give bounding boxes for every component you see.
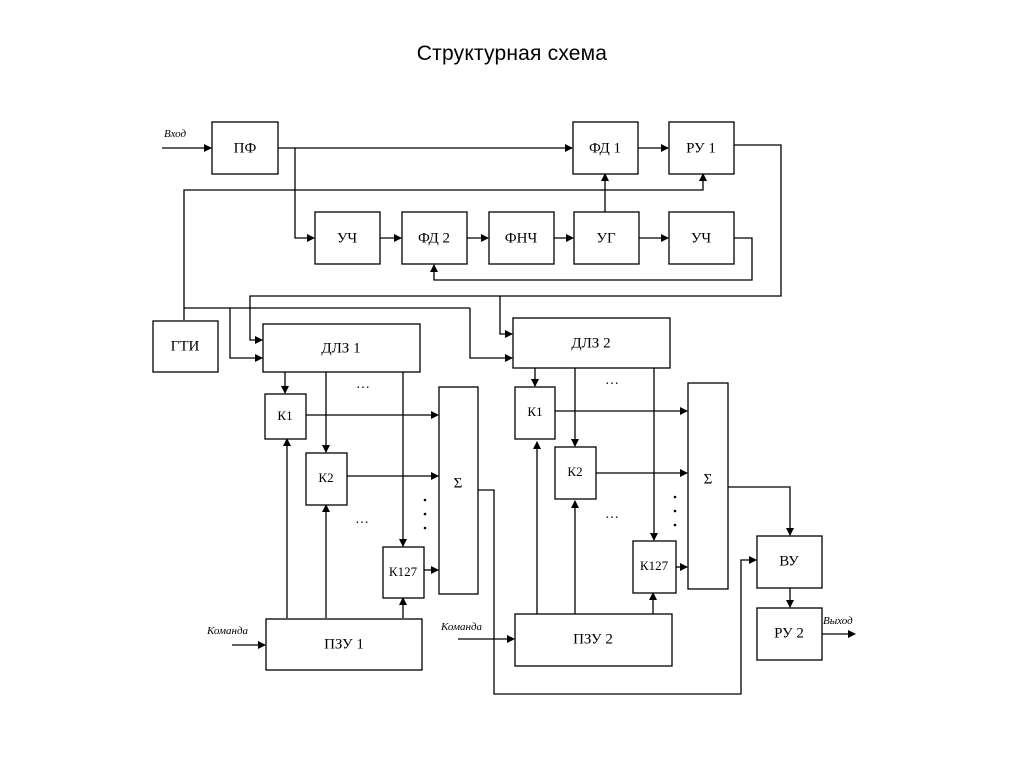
block-label: ФД 1 bbox=[589, 140, 621, 156]
block-uch2: УЧ bbox=[668, 211, 735, 265]
block-vu: ВУ bbox=[756, 535, 823, 589]
ellipsis-dlz2: … bbox=[605, 373, 619, 388]
block-label: К127 bbox=[640, 558, 669, 573]
block-label: ПЗУ 2 bbox=[573, 631, 613, 647]
block-pf: ПФ bbox=[211, 121, 279, 175]
diagram-title: Структурная схема bbox=[416, 42, 608, 65]
block-label: ПФ bbox=[234, 140, 257, 156]
command1-label: Команда bbox=[206, 625, 249, 637]
block-label: ФНЧ bbox=[505, 230, 538, 246]
block-label: ФД 2 bbox=[418, 230, 450, 246]
input-label: Вход bbox=[164, 128, 187, 140]
block-label: ГТИ bbox=[171, 338, 200, 354]
block-ru2: РУ 2 bbox=[756, 607, 823, 661]
block-label: ПЗУ 1 bbox=[324, 636, 364, 652]
block-label: УЧ bbox=[337, 230, 358, 246]
ellipsis-dlz1: … bbox=[356, 377, 370, 392]
block-k2-b: К2 bbox=[554, 446, 597, 500]
block-fd1: ФД 1 bbox=[572, 121, 639, 175]
block-label: УГ bbox=[596, 230, 616, 246]
block-k2-a: К2 bbox=[305, 452, 348, 506]
block-pzu2: ПЗУ 2 bbox=[514, 613, 673, 667]
connections bbox=[162, 144, 856, 695]
block-uch1: УЧ bbox=[314, 211, 381, 265]
block-label: ДЛЗ 1 bbox=[321, 340, 360, 356]
block-pzu1: ПЗУ 1 bbox=[265, 618, 423, 671]
block-k127-b: К127 bbox=[632, 540, 677, 594]
block-label: Σ bbox=[704, 471, 713, 487]
block-label: ВУ bbox=[779, 553, 799, 569]
block-sum-a: Σ bbox=[438, 386, 479, 595]
block-ru1: РУ 1 bbox=[668, 121, 735, 175]
block-label: РУ 2 bbox=[774, 625, 804, 641]
ellipsis-k-b: … bbox=[605, 507, 619, 522]
block-label: К2 bbox=[318, 470, 333, 485]
block-label: РУ 1 bbox=[686, 140, 716, 156]
block-k1-b: К1 bbox=[514, 386, 556, 440]
block-k127-a: К127 bbox=[382, 546, 425, 599]
block-dlz1: ДЛЗ 1 bbox=[262, 323, 421, 373]
vertical-dots-a bbox=[423, 498, 427, 530]
block-label: К127 bbox=[389, 564, 418, 579]
vertical-dots-b bbox=[673, 495, 677, 527]
ellipsis-k-a: … bbox=[355, 512, 369, 527]
block-label: Σ bbox=[454, 475, 463, 491]
block-label: К2 bbox=[567, 464, 582, 479]
block-label: К1 bbox=[527, 404, 542, 419]
block-sum-b: Σ bbox=[687, 382, 729, 590]
output-label: Выход bbox=[823, 615, 853, 627]
block-ug: УГ bbox=[573, 211, 640, 265]
block-k1-a: К1 bbox=[264, 393, 307, 440]
block-fd2: ФД 2 bbox=[401, 211, 468, 265]
block-fnch: ФНЧ bbox=[488, 211, 555, 265]
command2-label: Команда bbox=[440, 621, 483, 633]
block-gti: ГТИ bbox=[152, 320, 219, 373]
block-dlz2: ДЛЗ 2 bbox=[512, 317, 671, 369]
block-label: К1 bbox=[277, 408, 292, 423]
block-label: УЧ bbox=[691, 230, 712, 246]
block-label: ДЛЗ 2 bbox=[571, 335, 610, 351]
